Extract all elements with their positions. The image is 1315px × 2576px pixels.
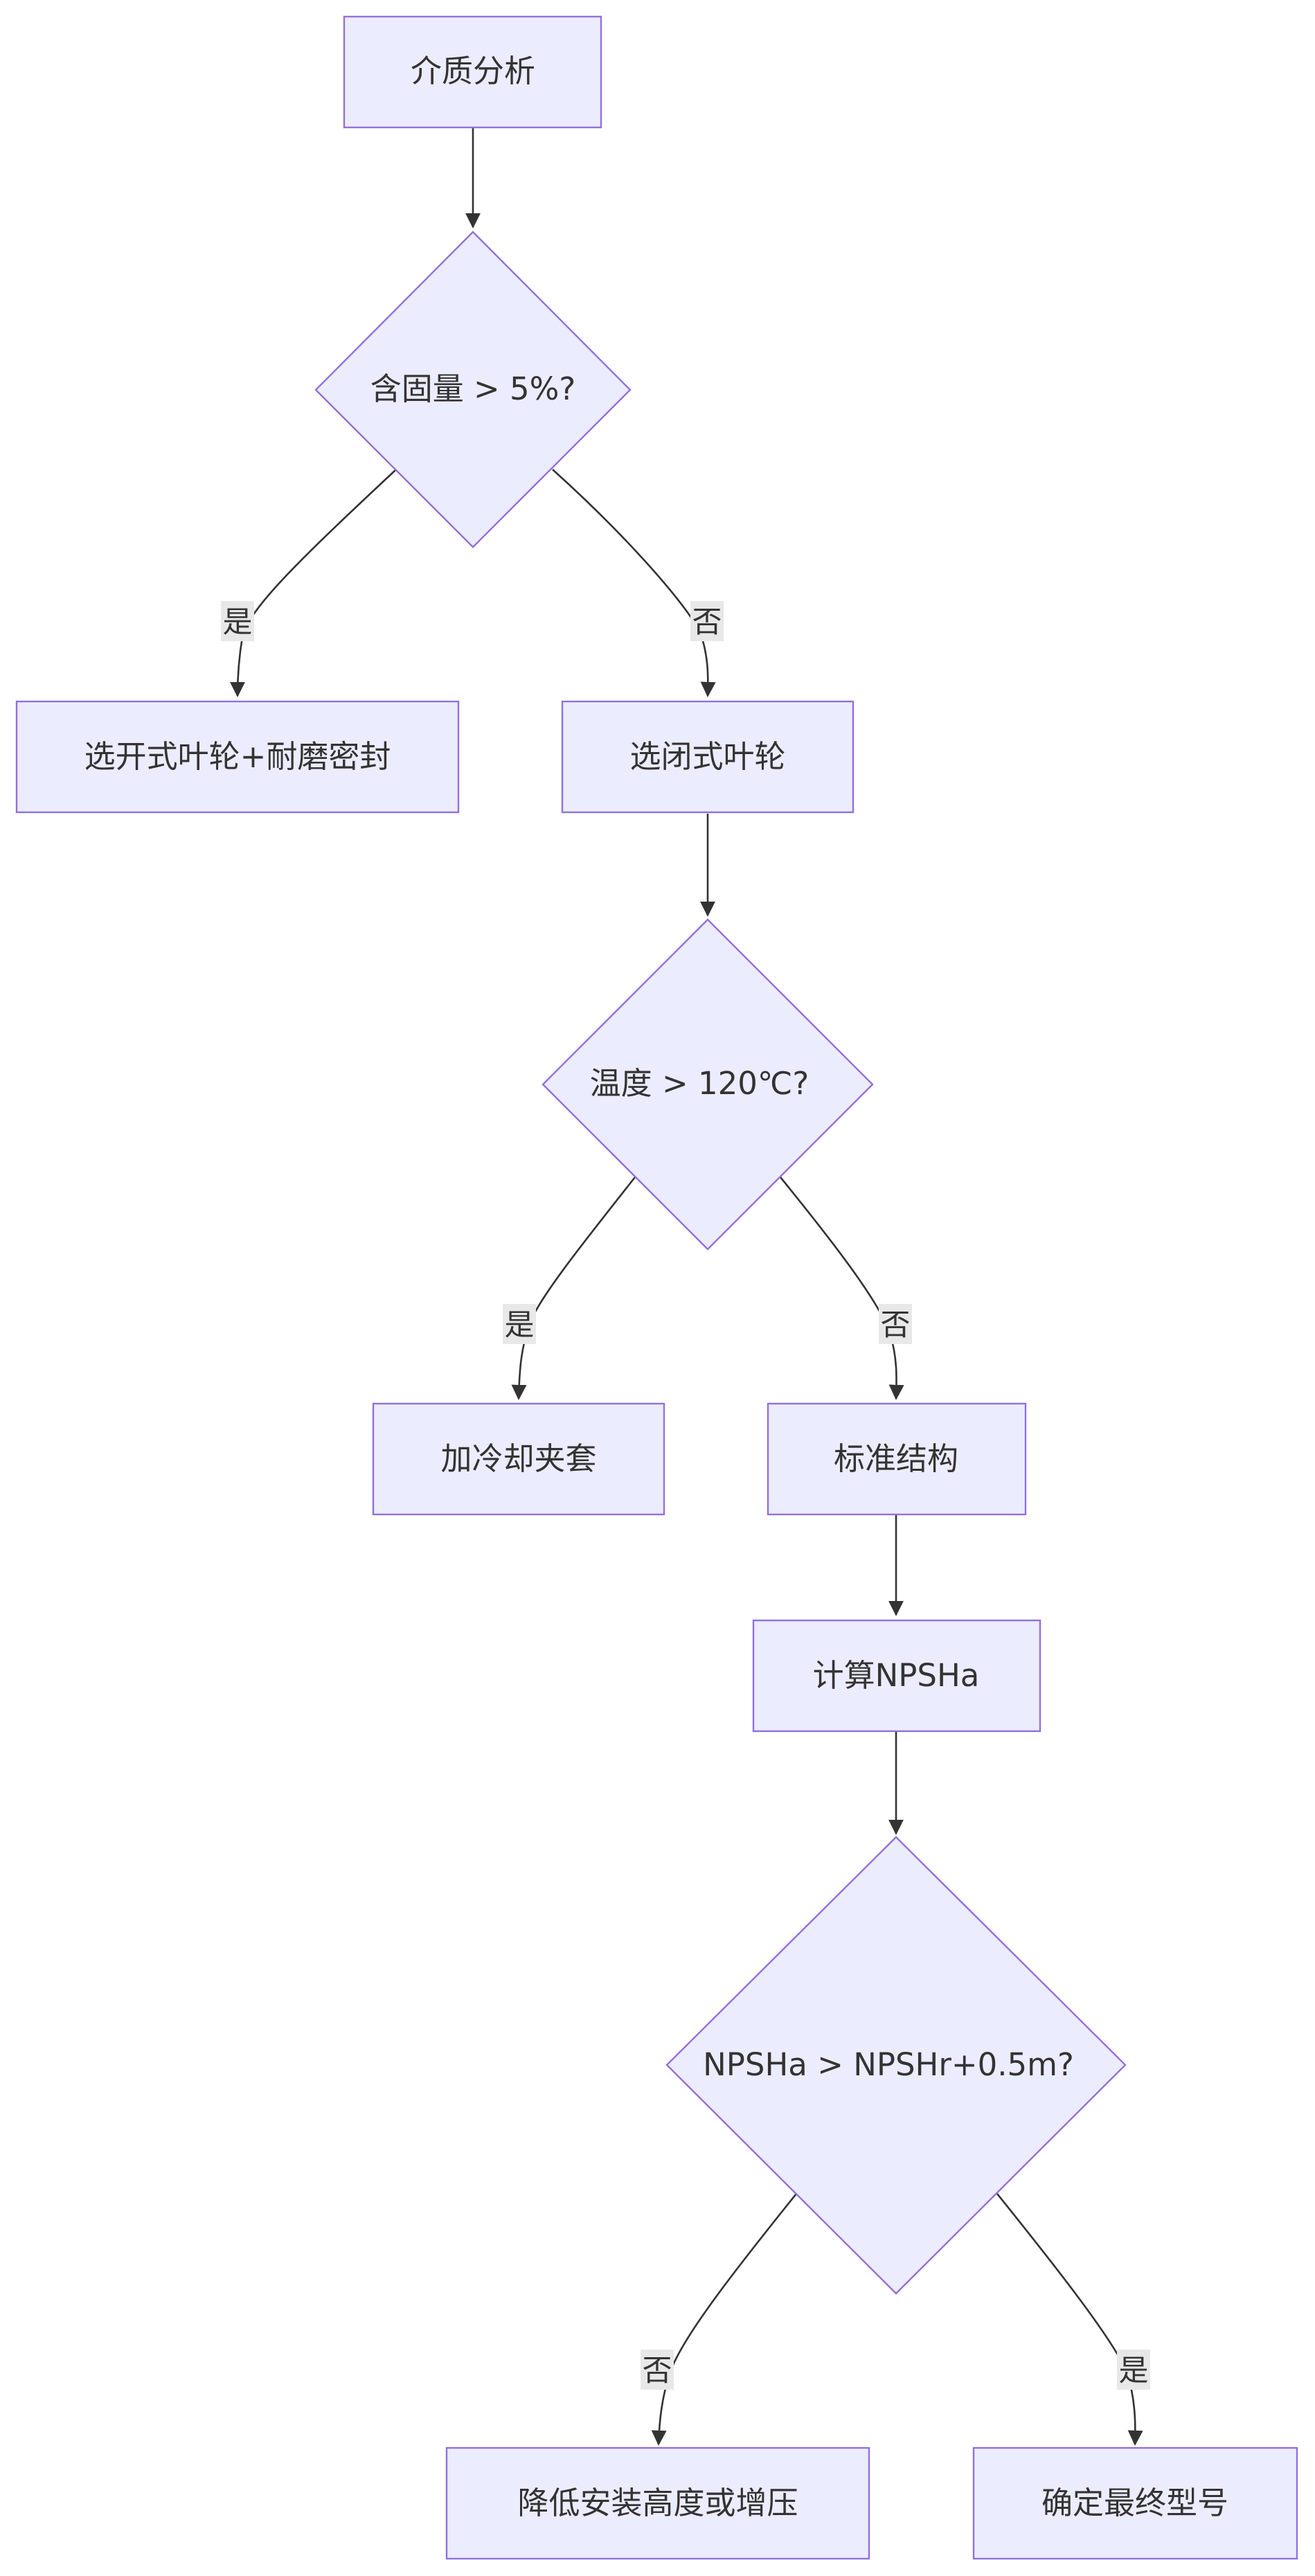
node-label: 选开式叶轮+耐磨密封 (84, 738, 391, 775)
edge-label-npsh-no: 否 (641, 2350, 674, 2390)
decision-label: NPSHa > NPSHr+0.5m? (703, 2046, 1074, 2083)
edge-solids-yes (230, 469, 397, 697)
edge-label-temp-no: 否 (879, 1304, 912, 1344)
node-label: 选闭式叶轮 (629, 738, 785, 775)
node-final-model: 确定最终型号 (972, 2447, 1298, 2560)
node-open-impeller: 选开式叶轮+耐磨密封 (15, 700, 460, 814)
edge-npsh-no (651, 2193, 798, 2446)
node-label: 计算NPSHa (813, 1657, 980, 1694)
node-medium-analysis: 介质分析 (343, 15, 602, 129)
edge-label-npsh-yes: 是 (1117, 2350, 1150, 2390)
edge-label-text: 是 (505, 1308, 535, 1343)
decision-label: 含固量 > 5%? (370, 370, 576, 407)
decision-npsh: NPSHa > NPSHr+0.5m? (665, 1836, 1127, 2295)
node-lower-install: 降低安装高度或增压 (445, 2447, 870, 2560)
edge-label-temp-yes: 是 (503, 1304, 536, 1344)
decision-label: 温度 > 120℃? (590, 1065, 809, 1102)
edge-label-text: 否 (692, 605, 722, 640)
node-closed-impeller: 选闭式叶轮 (561, 700, 855, 814)
node-label: 降低安装高度或增压 (517, 2485, 798, 2521)
edge-label-text: 否 (881, 1308, 911, 1343)
node-label: 确定最终型号 (1041, 2485, 1228, 2521)
edge-temp-no (779, 1177, 904, 1400)
node-label: 介质分析 (411, 53, 535, 89)
edge-label-text: 否 (643, 2354, 672, 2388)
node-standard-structure: 标准结构 (767, 1402, 1027, 1516)
edge-temp-yes (511, 1177, 636, 1400)
edge-label-solids-yes: 是 (221, 601, 254, 641)
edge-label-text: 是 (1119, 2354, 1149, 2388)
node-calc-npsha: 计算NPSHa (752, 1619, 1041, 1733)
node-label: 加冷却夹套 (440, 1440, 596, 1477)
edge-solids-no (552, 469, 716, 697)
decision-temperature: 温度 > 120℃? (542, 918, 874, 1251)
node-cooling-jacket: 加冷却夹套 (372, 1402, 665, 1516)
edge-label-text: 是 (223, 605, 253, 640)
decision-solids-content: 含固量 > 5%? (314, 231, 632, 548)
edge-npsh-yes (996, 2193, 1143, 2446)
node-label: 标准结构 (834, 1440, 958, 1477)
edge-label-solids-no: 否 (690, 601, 724, 641)
